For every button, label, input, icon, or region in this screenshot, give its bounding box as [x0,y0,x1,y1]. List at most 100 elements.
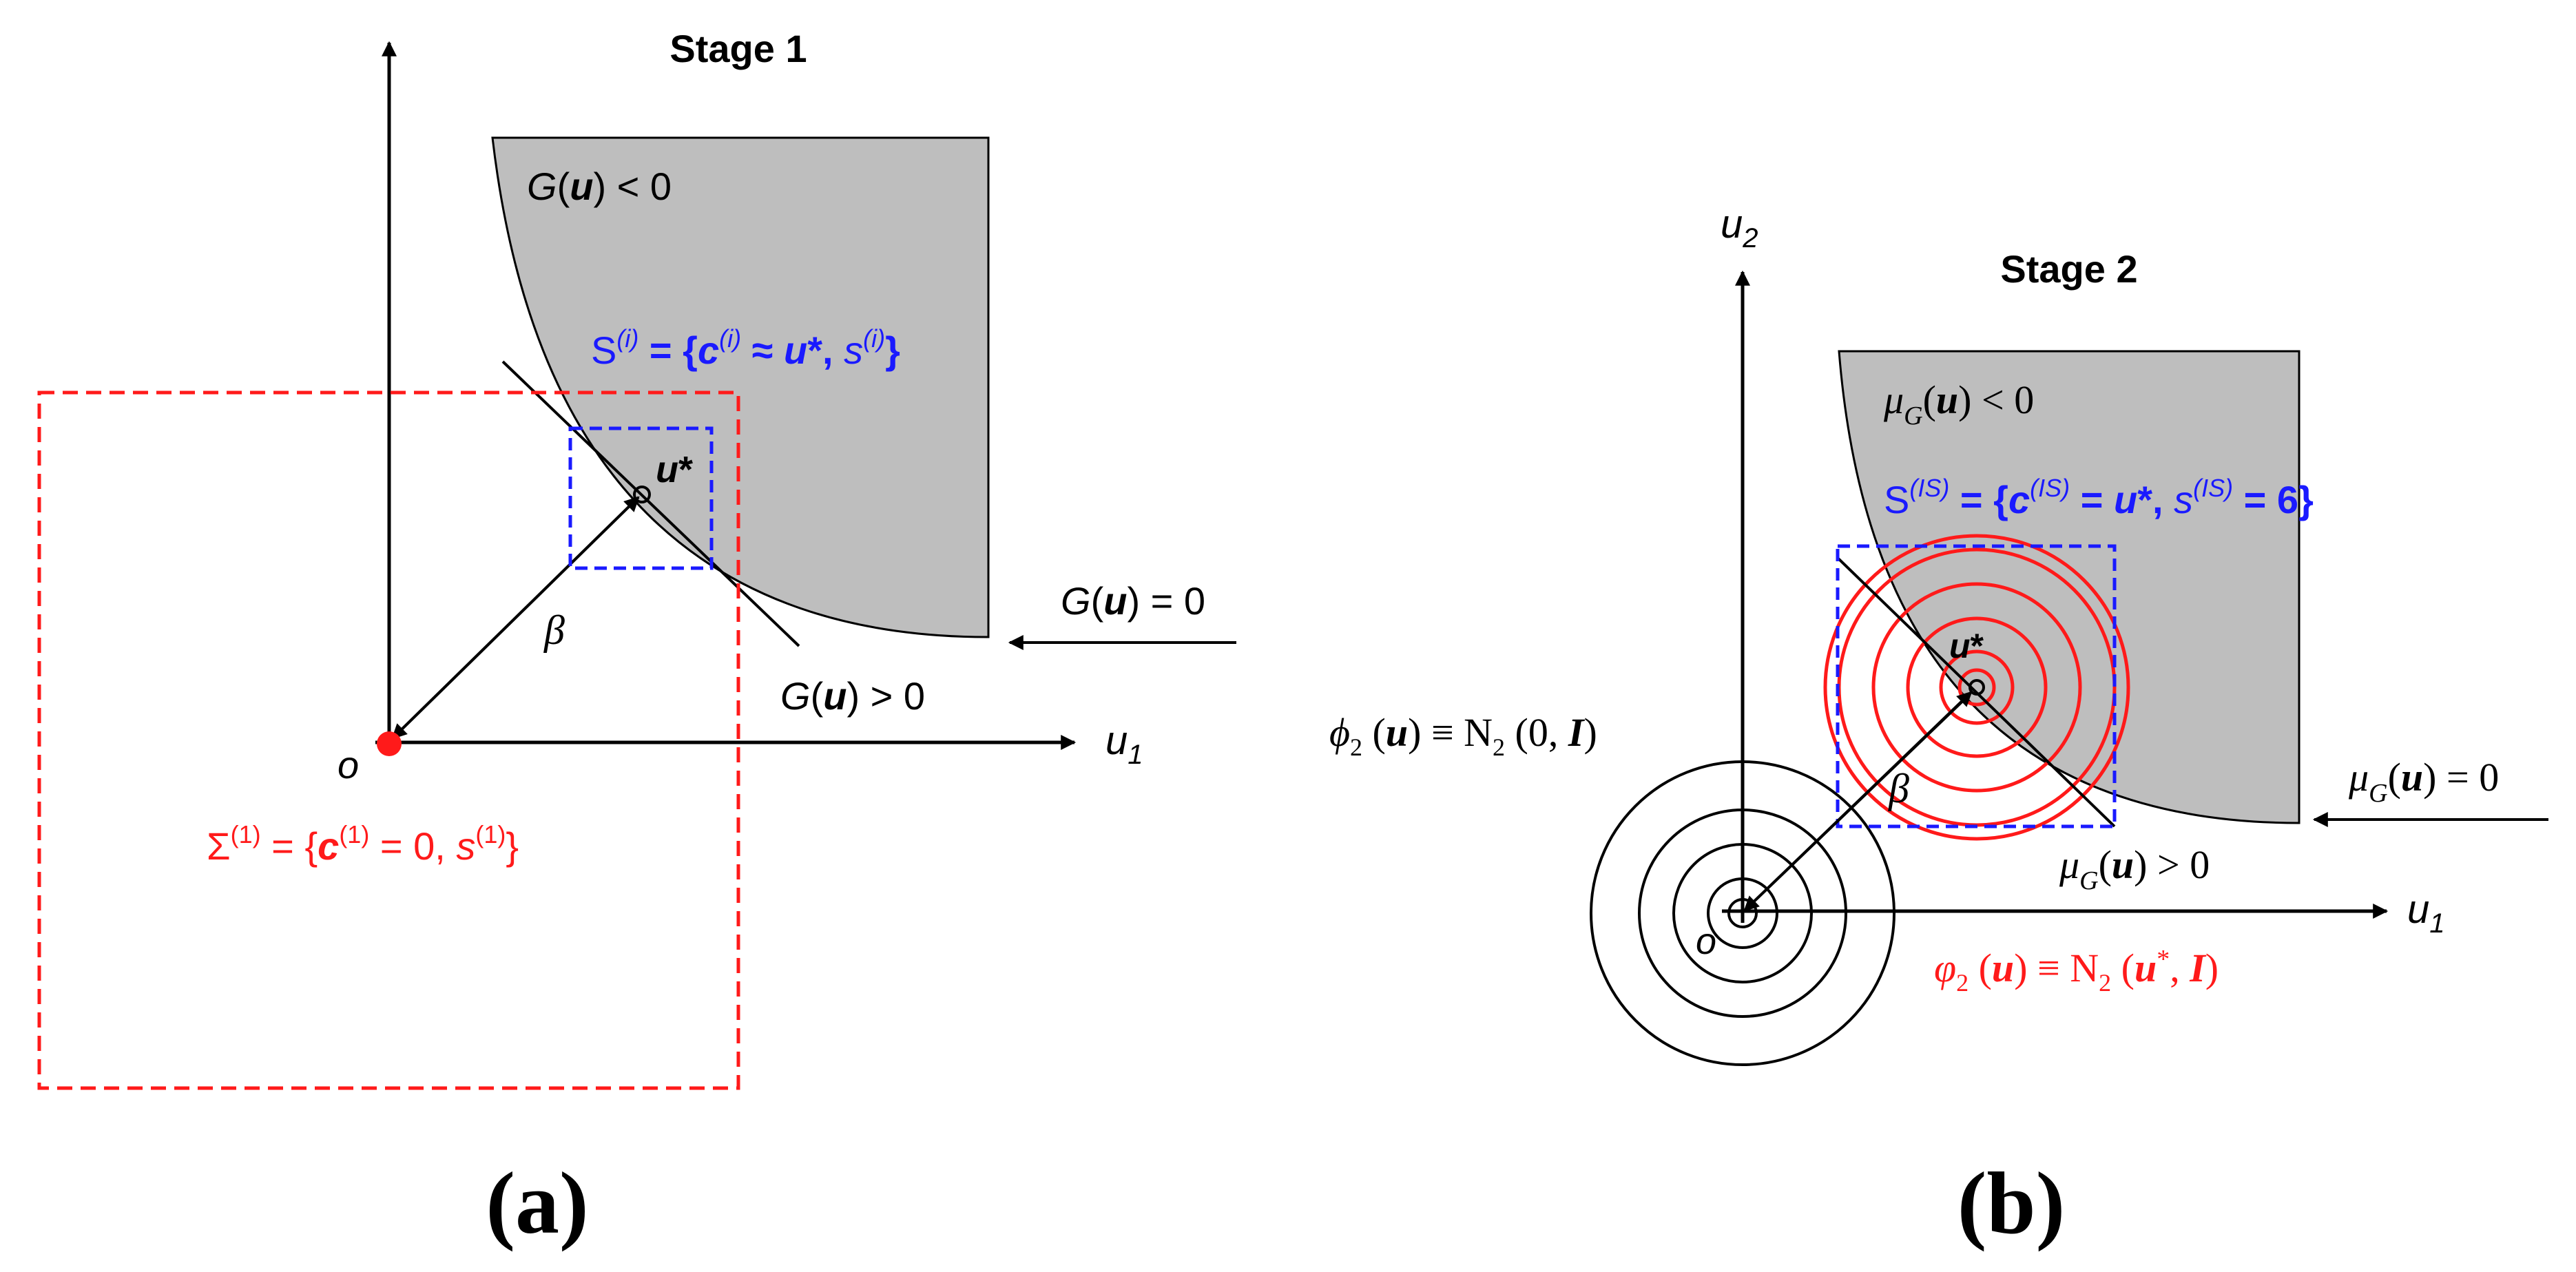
subscript: G [2369,779,2387,808]
u-symbol: u [2114,478,2137,521]
paren: ( [2388,755,2401,800]
contour [1906,616,2048,758]
paren: ( [1969,946,1992,990]
region-safe-b: μG(u) > 0 [2059,842,2210,895]
tangent-line-b [1836,556,2116,828]
relation: ) = 0 [2423,755,2499,800]
g-symbol: G [527,165,557,208]
contour [1590,760,1895,1066]
mu-symbol: μ [1883,377,1904,422]
comma: , [822,329,844,372]
c-symbol: c [698,329,719,372]
panel-label-b: (b) [1957,1154,2065,1252]
sigma-symbol: Σ [207,824,231,868]
relation: ) > 0 [2134,842,2210,887]
subscript: 2 [1956,969,1969,997]
s-symbol: s [2174,478,2193,521]
axis-u1-label-b: u1 [2407,887,2445,939]
failure-region-a [491,136,990,638]
set-open: = { [261,824,318,868]
u-symbol: u [2112,842,2134,887]
u-symbol: u [570,165,593,208]
paren: ( [2111,946,2134,990]
limit-state-b: μG(u) = 0 [2348,755,2499,808]
s-symbol: s [456,824,475,868]
contour [1707,877,1778,949]
contour [1871,582,2082,793]
subscript: 1 [1128,740,1143,770]
c-symbol: c [318,824,339,868]
paren: (0, [1505,710,1568,755]
comma: , [2152,478,2174,521]
set-open: = { [1949,478,2008,521]
subscript: G [2079,866,2098,895]
approx: ≈ [741,329,784,372]
region-safe-a: G(u) > 0 [780,674,925,718]
equiv: ) ≡ N [1408,710,1493,755]
relation: ) < 0 [1958,377,2034,422]
mpp-point-a [633,486,651,503]
contour [1727,898,1758,928]
paren: ( [1923,377,1936,422]
u-symbol: u [823,674,846,718]
g-symbol: G [780,674,811,718]
u-symbol: u [1949,627,1971,665]
u-symbol: u [1721,202,1743,247]
paren: ( [1091,579,1104,623]
axis-u1-label-a: u1 [1105,718,1143,770]
comma: , [2170,946,2190,990]
phi-is-label: φ2 (u) ≡ N2 (u*, I) [1934,945,2219,997]
u-symbol: u [784,329,807,372]
paren: ( [1362,710,1386,755]
original-density-contours [1590,760,1895,1066]
subscript: 1 [2429,908,2444,939]
beta-vector-a-back [391,497,638,740]
u-symbol: u [1386,710,1408,755]
paren: ( [557,165,570,208]
region-fail-b: μG(u) < 0 [1883,377,2034,430]
initial-set-label: Σ(1) = {c(1) = 0, s(1)} [207,820,519,868]
identity-symbol: I [1568,710,1586,755]
paren-close: ) [2205,946,2219,990]
u-symbol: u [2407,887,2429,932]
superscript: (1) [231,820,261,848]
contour [1957,668,1996,707]
superscript: (IS) [2193,474,2233,502]
relation: ) < 0 [593,165,672,208]
initial-domain-box [37,390,740,1090]
u-symbol: u [2134,946,2157,990]
g-symbol: G [1061,579,1091,623]
phi-original-label: ϕ2 (u) ≡ N2 (0, I) [1329,710,1597,761]
equiv: ) ≡ N [2014,946,2099,990]
paren-close: ) [1583,710,1597,755]
sample-set-a: S(i) = {c(i) ≈ u*, s(i)} [591,324,900,372]
phi-symbol: ϕ [1329,710,1350,755]
subscript: G [1904,402,1922,430]
local-domain-box-b [1836,544,2117,828]
mpp-label-b: u* [1949,627,1984,665]
region-fail-a: G(u) < 0 [527,165,672,208]
equals: = [2070,478,2114,521]
subscript: 2 [2099,969,2111,997]
star: * [807,329,822,372]
set-close: } [885,329,900,372]
beta-label-a: β [543,607,565,653]
set-close: } [506,824,519,868]
phi-symbol: φ [1934,946,1956,990]
set-open: = { [638,329,698,372]
mpp-point-b [1969,679,1985,696]
u-symbol: u [2401,755,2423,800]
contour [1672,843,1813,983]
contour [1638,809,1847,1018]
superscript: (i) [616,324,638,353]
u-symbol: u [656,449,678,490]
star: * [1971,627,1984,665]
panel-a: Stage 1 G(u) < 0 S(i) = {c(i) ≈ u*, s(i)… [37,27,1236,1252]
beta-vector-b-back [1743,693,1971,912]
superscript: (IS) [1909,474,1949,502]
star: * [678,449,693,490]
subscript: 2 [1493,733,1505,761]
superscript: (1) [339,820,369,848]
origin-point-a [377,731,402,756]
s-symbol: S [1884,478,1909,521]
